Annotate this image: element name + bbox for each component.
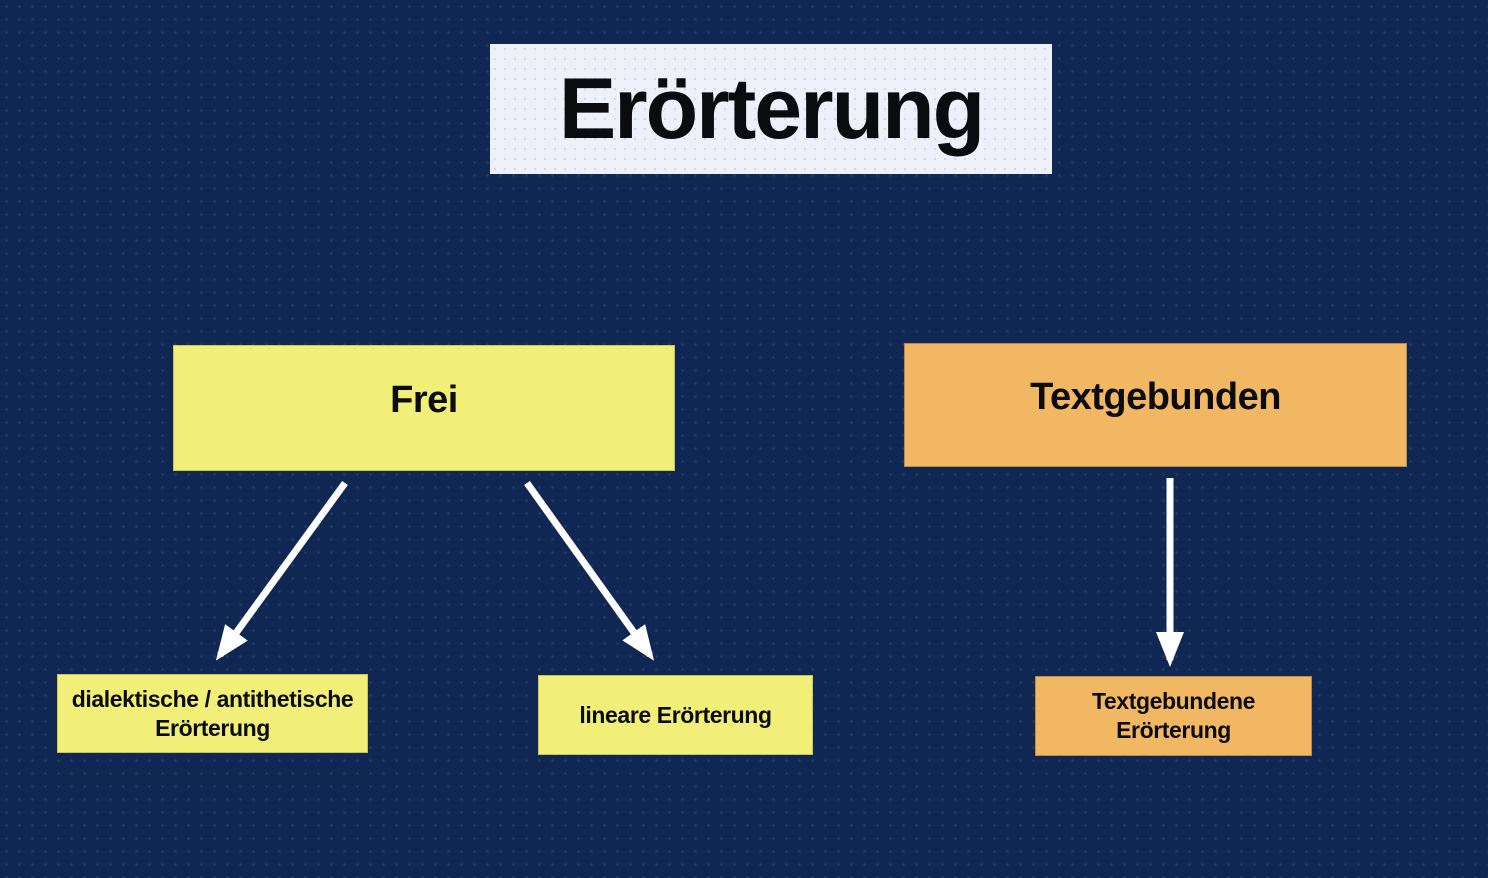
- node-lineare-label: lineare Erörterung: [579, 701, 772, 728]
- diagram-title: Erörterung: [490, 44, 1052, 174]
- node-frei: Frei: [173, 345, 675, 471]
- node-textgebunden-label: Textgebunden: [1030, 375, 1281, 418]
- node-textgebunden: Textgebunden: [904, 343, 1407, 467]
- node-frei-label: Frei: [390, 378, 458, 421]
- node-lineare-eroerterung: lineare Erörterung: [538, 675, 813, 755]
- diagram-title-label: Erörterung: [558, 61, 985, 157]
- node-dialektische-label-line2: Erörterung: [155, 714, 270, 741]
- arrow-frei-to-lineare: [524, 480, 655, 661]
- node-dialektische-label-line1: dialektische / antithetische: [71, 685, 354, 712]
- node-dialektische-antithetische-eroerterung: dialektische / antithetische Erörterung: [57, 674, 368, 753]
- node-textgebundene-eroerterung: Textgebundene Erörterung: [1035, 676, 1312, 756]
- node-textgebundene-label-line1: Textgebundene: [1091, 688, 1256, 715]
- node-textgebundene-label-line2: Erörterung: [1116, 717, 1231, 743]
- arrow-frei-to-dialektische: [215, 480, 348, 661]
